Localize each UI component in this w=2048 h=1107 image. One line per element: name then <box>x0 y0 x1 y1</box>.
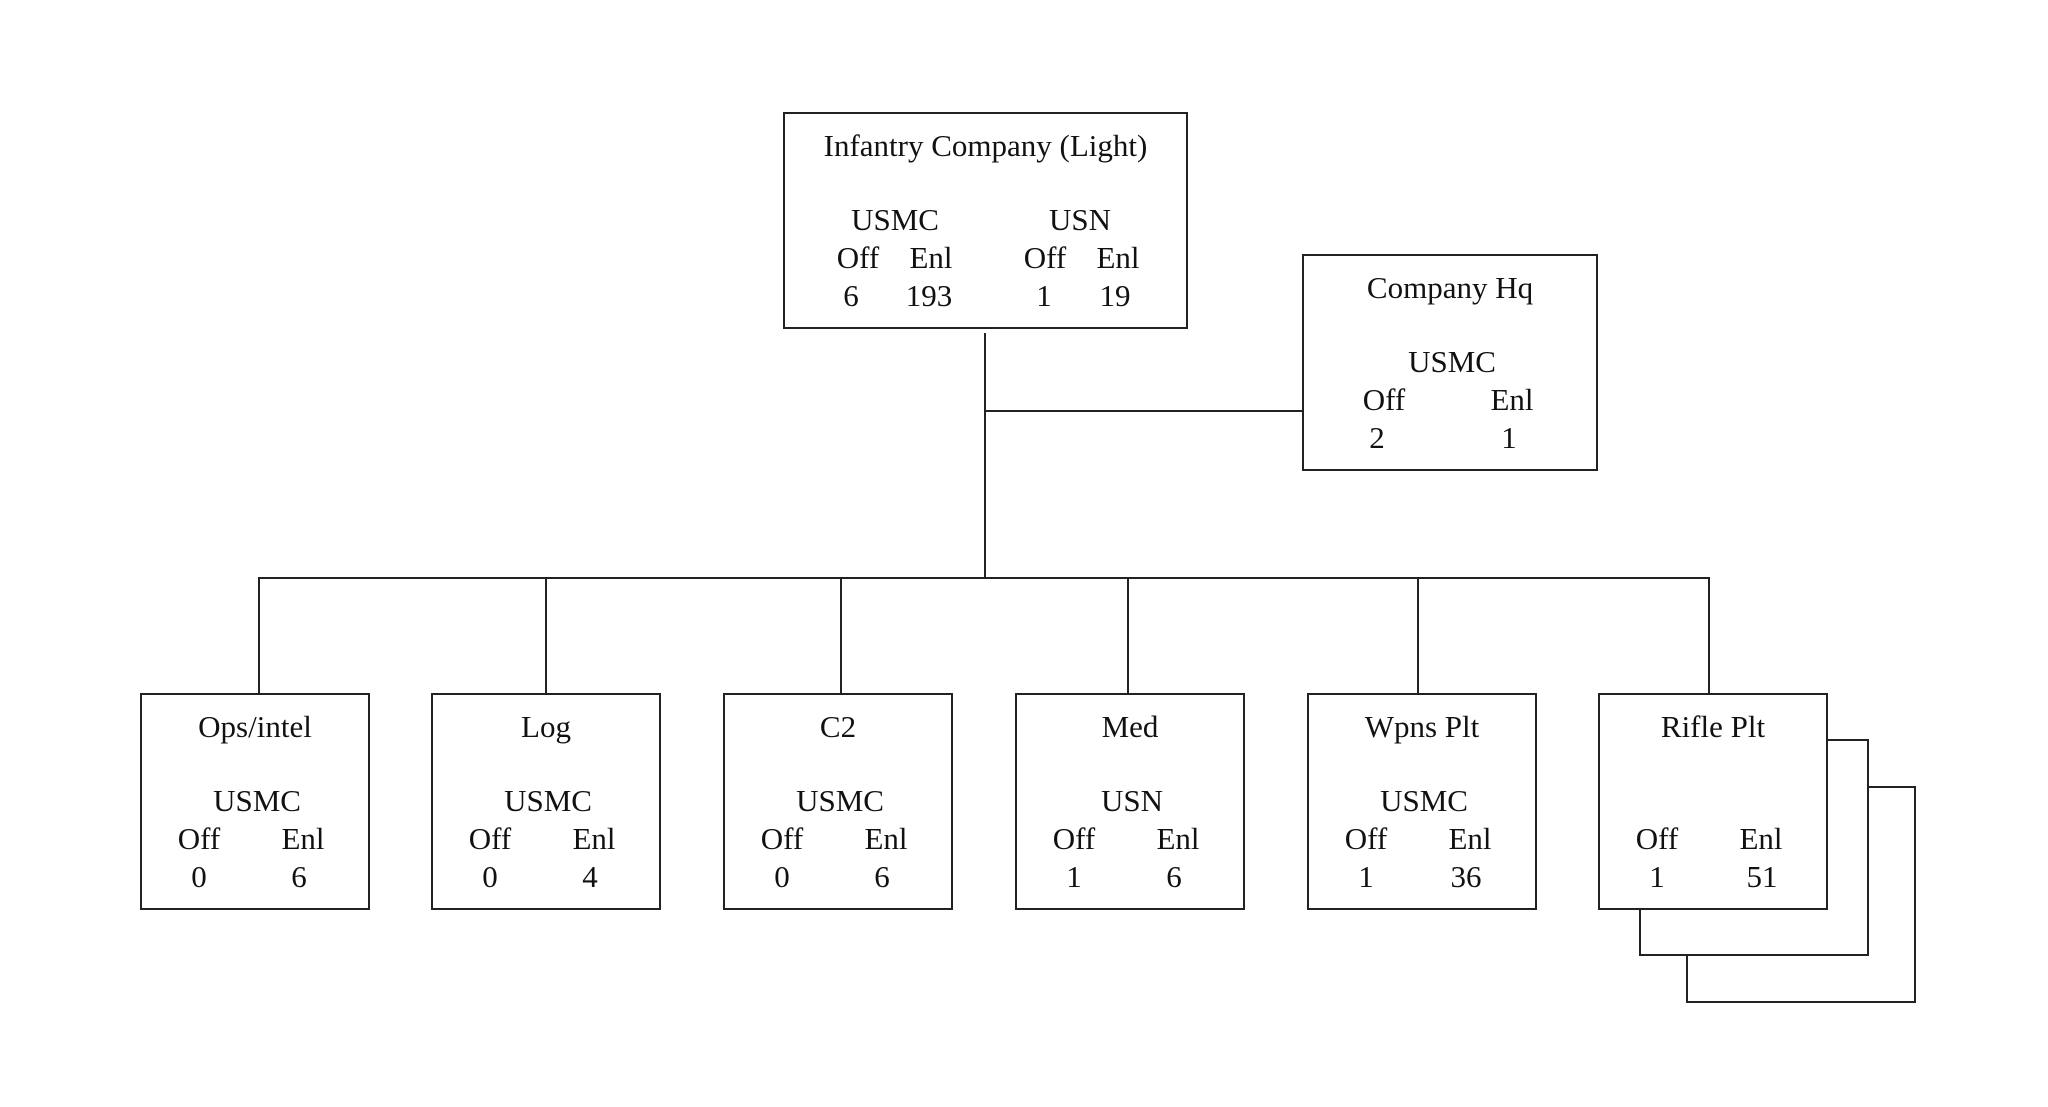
unit-enl-label: Enl <box>1156 821 1200 856</box>
usn-enl-label: Enl <box>1096 240 1140 275</box>
usmc-enl-count: 193 <box>905 278 953 313</box>
unit-off-count: 1 <box>1066 859 1082 894</box>
connector-top-trunk <box>984 333 986 577</box>
unit-box-wpns-plt: Wpns Plt USMC Off Enl 1 36 <box>1307 693 1537 910</box>
unit-off-count: 1 <box>1649 859 1665 894</box>
usmc-enl-label: Enl <box>909 240 953 275</box>
unit-title: C2 <box>819 709 857 744</box>
unit-enl-label: Enl <box>864 821 908 856</box>
unit-service-label: USMC <box>1380 783 1468 818</box>
unit-title: Wpns Plt <box>1364 709 1480 744</box>
unit-box-c2: C2 USMC Off Enl 0 6 <box>723 693 953 910</box>
unit-service-label: USMC <box>504 783 592 818</box>
connector-bottom-bus <box>258 577 1710 579</box>
unit-off-label: Off <box>1052 821 1096 856</box>
usmc-service-label: USMC <box>851 202 939 237</box>
hq-enl-label: Enl <box>1490 382 1534 417</box>
unit-off-label: Off <box>760 821 804 856</box>
unit-service-label: USMC <box>796 783 884 818</box>
unit-off-count: 1 <box>1358 859 1374 894</box>
connector-drop-med <box>1127 577 1129 695</box>
usn-enl-count: 19 <box>1099 278 1131 313</box>
unit-enl-label: Enl <box>1448 821 1492 856</box>
unit-box-ops-intel: Ops/intel USMC Off Enl 0 6 <box>140 693 370 910</box>
unit-title: Med <box>1101 709 1159 744</box>
connector-drop-c2 <box>840 577 842 695</box>
unit-enl-label: Enl <box>281 821 325 856</box>
unit-service-label: USN <box>1100 783 1164 818</box>
unit-title: Log <box>521 709 571 744</box>
unit-off-label: Off <box>468 821 512 856</box>
connector-drop-wpns-plt <box>1417 577 1419 695</box>
unit-enl-count: 6 <box>874 859 890 894</box>
connector-drop-rifle-plt <box>1708 577 1710 695</box>
unit-off-count: 0 <box>482 859 498 894</box>
unit-box-rifle-plt: Rifle Plt Off Enl 1 51 <box>1598 693 1828 910</box>
usmc-off-count: 6 <box>843 278 859 313</box>
company-hq-title: Company Hq <box>1366 270 1534 305</box>
unit-off-label: Off <box>1344 821 1388 856</box>
unit-off-label: Off <box>177 821 221 856</box>
unit-off-count: 0 <box>191 859 207 894</box>
unit-enl-count: 6 <box>291 859 307 894</box>
usmc-off-label: Off <box>836 240 880 275</box>
connector-drop-ops-intel <box>258 577 260 695</box>
usn-service-label: USN <box>1048 202 1112 237</box>
unit-off-label: Off <box>1635 821 1679 856</box>
unit-title: Rifle Plt <box>1660 709 1766 744</box>
unit-box-med: Med USN Off Enl 1 6 <box>1015 693 1245 910</box>
infantry-company-title: Infantry Company (Light) <box>823 128 1148 163</box>
unit-title: Ops/intel <box>198 709 312 744</box>
hq-enl-count: 1 <box>1501 420 1517 455</box>
usn-off-count: 1 <box>1036 278 1052 313</box>
hq-off-label: Off <box>1362 382 1406 417</box>
connector-drop-log <box>545 577 547 695</box>
company-hq-box: Company Hq USMC Off Enl 2 1 <box>1302 254 1598 471</box>
connector-hq-branch <box>984 410 1302 412</box>
hq-service-label: USMC <box>1408 344 1496 379</box>
unit-enl-count: 6 <box>1166 859 1182 894</box>
hq-off-count: 2 <box>1369 420 1385 455</box>
unit-off-count: 0 <box>774 859 790 894</box>
unit-enl-count: 4 <box>582 859 598 894</box>
usn-off-label: Off <box>1023 240 1067 275</box>
unit-box-log: Log USMC Off Enl 0 4 <box>431 693 661 910</box>
unit-enl-label: Enl <box>572 821 616 856</box>
infantry-company-box: Infantry Company (Light) USMC USN Off En… <box>783 112 1188 329</box>
unit-service-label: USMC <box>213 783 301 818</box>
unit-enl-count: 51 <box>1746 859 1778 894</box>
unit-enl-label: Enl <box>1739 821 1783 856</box>
unit-enl-count: 36 <box>1450 859 1482 894</box>
